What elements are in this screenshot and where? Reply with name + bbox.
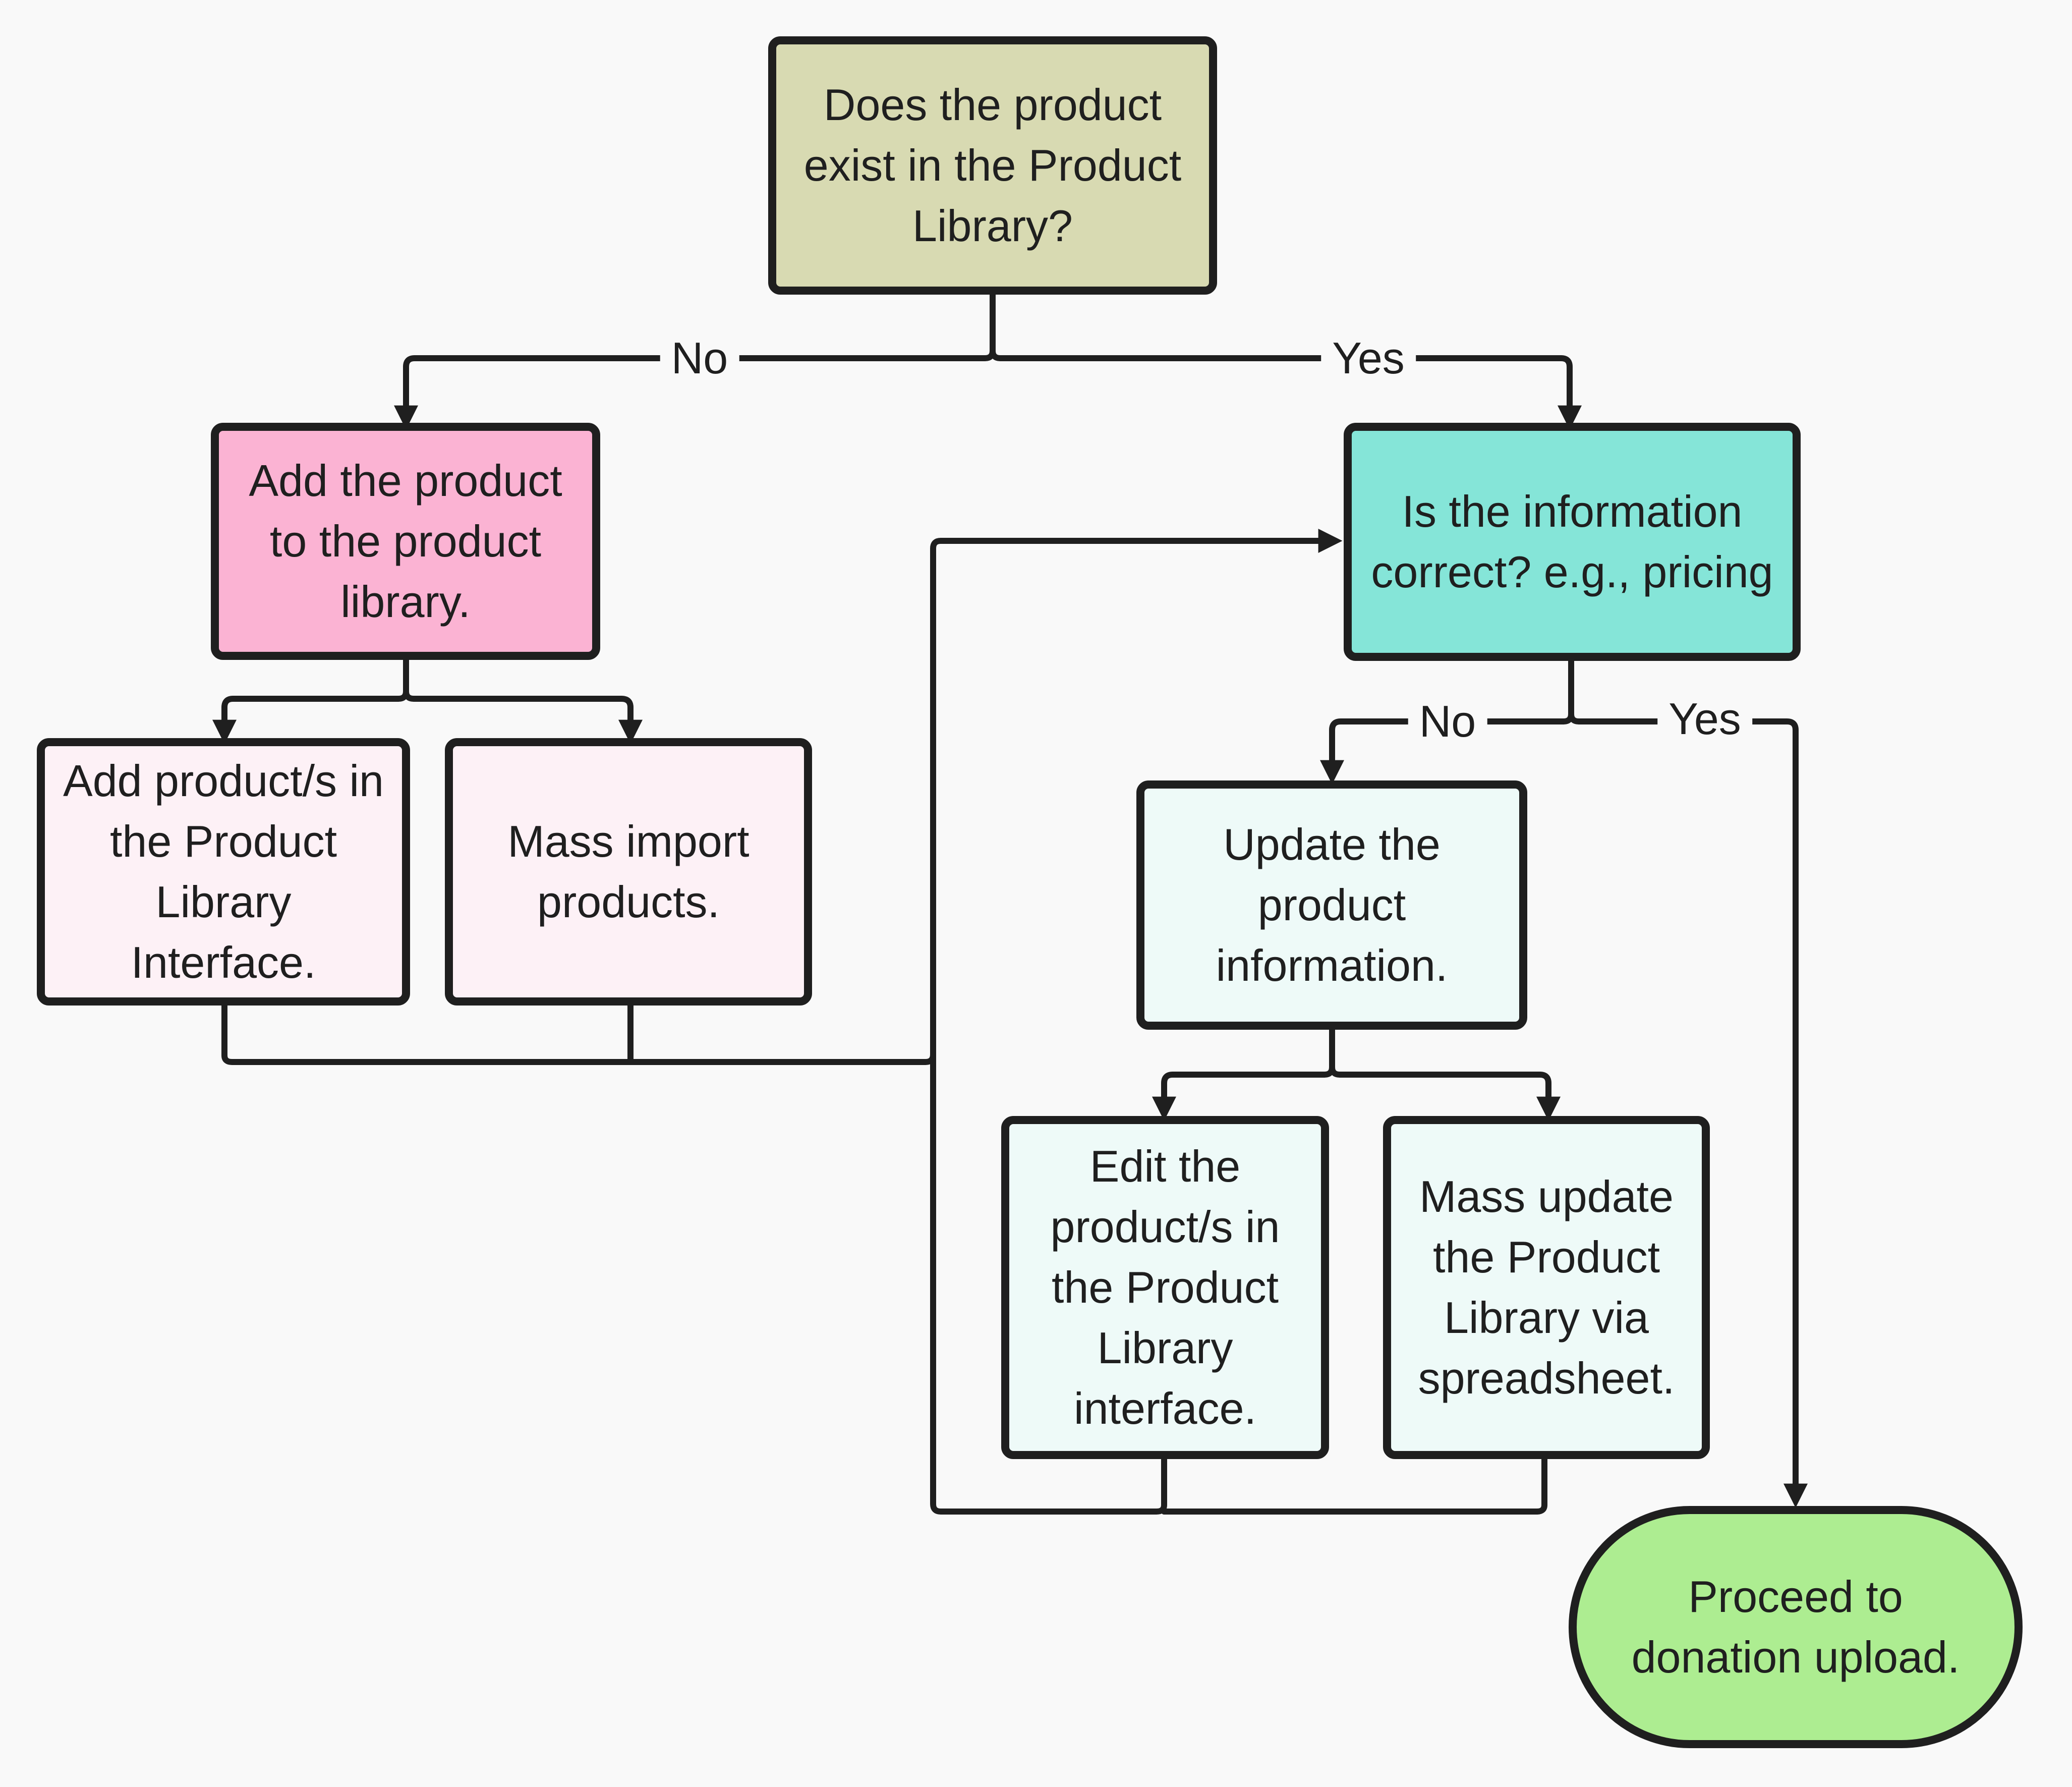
process-add-interface-label: Add product/s in the Product Library Int… [63, 756, 384, 987]
process-update-info-label: Update the product information. [1216, 819, 1448, 990]
process-mass-import-label: Mass import products. [507, 816, 750, 927]
process-edit-products-label: Edit the product/s in the Product Librar… [1050, 1141, 1280, 1433]
terminal-proceed-upload: Proceed to donation upload. [1569, 1506, 2023, 1748]
process-add-product-label: Add the product to the product library. [249, 456, 562, 627]
edge-edit-merge [930, 1051, 1167, 1515]
edge-update-to-mass [1329, 1025, 1561, 1121]
process-update-info: Update the product information. [1136, 780, 1527, 1030]
edge-label-q1-no: No [660, 333, 739, 383]
process-add-product: Add the product to the product library. [211, 423, 600, 660]
terminal-proceed-upload-label: Proceed to donation upload. [1631, 1572, 1960, 1682]
decision-product-exists-label: Does the product exist in the Product Li… [803, 80, 1182, 251]
process-edit-products: Edit the product/s in the Product Librar… [1001, 1116, 1329, 1459]
edge-label-q2-yes: Yes [1657, 694, 1752, 744]
decision-product-exists: Does the product exist in the Product Li… [768, 36, 1217, 295]
edge-label-q1-yes: Yes [1321, 333, 1416, 383]
process-mass-update-label: Mass update the Product Library via spre… [1418, 1171, 1675, 1403]
edge-mass-merge [1161, 1454, 1547, 1515]
edge-label-q2-no: No [1408, 696, 1487, 747]
process-mass-import: Mass import products. [445, 738, 812, 1006]
process-add-interface: Add product/s in the Product Library Int… [37, 738, 410, 1006]
process-mass-update: Mass update the Product Library via spre… [1383, 1116, 1710, 1459]
edge-q1-yes [990, 290, 1582, 430]
decision-info-correct: Is the information correct? e.g., pricin… [1344, 423, 1801, 661]
edge-update-to-edit [1152, 1025, 1335, 1121]
edge-add-to-import [403, 655, 643, 744]
edge-add-to-interface [212, 655, 409, 744]
decision-info-correct-label: Is the information correct? e.g., pricin… [1371, 486, 1773, 597]
